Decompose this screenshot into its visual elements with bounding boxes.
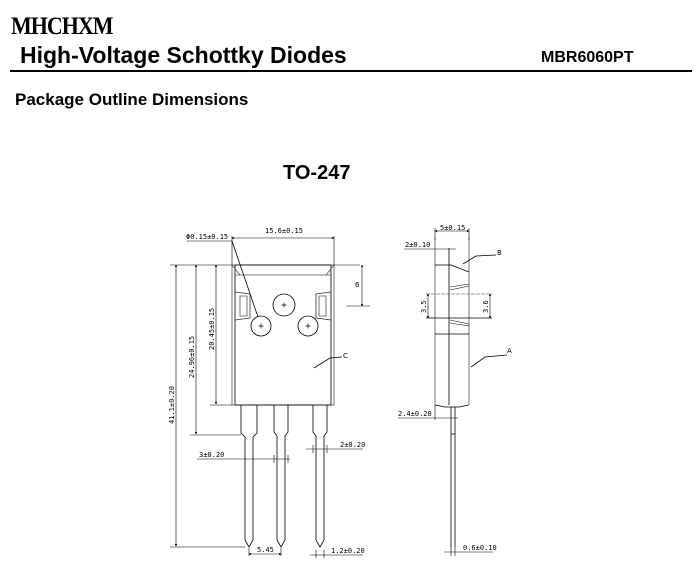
package-name: TO-247 (283, 162, 351, 184)
document-title: High-Voltage Schottky Diodes (20, 42, 347, 68)
callout-b: B (497, 249, 502, 257)
dim-top-to-hole: 6 (355, 281, 360, 289)
side-view (398, 228, 508, 556)
pin-circle-left (250, 315, 272, 337)
dim-lead-width-mid: 2±0.20 (340, 441, 365, 449)
dim-overall-length: 41.1±0.20 (168, 386, 176, 424)
header-divider (10, 70, 692, 72)
dim-body-thickness: 5±0.15 (440, 224, 465, 232)
pin-circle-right (297, 315, 319, 337)
dim-body-height: 20.45±0.15 (208, 308, 216, 350)
dim-lead-pitch: 5.45 (257, 546, 274, 554)
part-number: MBR6060PT (541, 49, 634, 66)
dim-lead-thickness: 0.6±0.10 (463, 544, 497, 552)
dim-body-lead-step: 24.96±0.15 (188, 336, 196, 378)
callout-c: C (343, 352, 348, 360)
dim-lead-offset: 2.4±0.20 (398, 410, 432, 418)
dim-hole-diameter: Φ0.15±0.15 (186, 233, 228, 241)
dim-tab-thickness: 2±0.10 (405, 241, 430, 249)
brand-logo: MHCHXM (11, 11, 114, 40)
mounting-hole (272, 293, 296, 317)
dim-lead-width-narrow: 1.2±0.20 (331, 547, 365, 555)
dim-notch-left: 3.5 (420, 300, 428, 313)
callout-a: A (507, 347, 512, 355)
front-view (170, 236, 370, 558)
section-title: Package Outline Dimensions (15, 90, 249, 109)
dim-lead-width-wide: 3±0.20 (199, 451, 224, 459)
dim-body-width: 15.6±0.15 (265, 227, 303, 235)
dim-notch-right: 3.6 (482, 300, 490, 313)
